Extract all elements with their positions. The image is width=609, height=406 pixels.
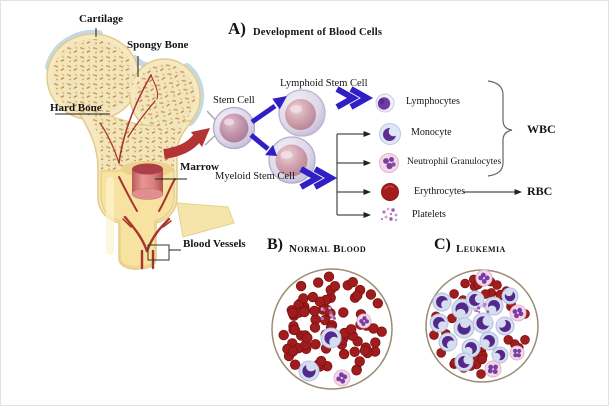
lineage-branch-lines bbox=[336, 131, 522, 218]
platelet-speck bbox=[329, 310, 333, 315]
rbc-cell bbox=[370, 337, 381, 348]
rbc-cell bbox=[351, 365, 362, 376]
wbc-neutrophil-cell bbox=[356, 313, 372, 329]
label-spongy-bone: Spongy Bone bbox=[127, 39, 189, 51]
rbc-cell bbox=[447, 313, 457, 324]
rbc-cell bbox=[338, 348, 350, 360]
bone-illustration bbox=[45, 28, 235, 270]
marrow-cylinder bbox=[121, 161, 173, 200]
rbc-cell bbox=[289, 359, 301, 370]
platelet-speck bbox=[333, 316, 336, 320]
differentiation-arrows bbox=[249, 86, 374, 190]
label-neutrophil-granulocytes: Neutrophil Granulocytes bbox=[407, 157, 502, 167]
section-b-title: Normal Blood bbox=[289, 243, 367, 255]
label-lymphocytes: Lymphocytes bbox=[406, 96, 460, 107]
section-c-label: C) bbox=[434, 236, 451, 253]
rbc-cell bbox=[352, 290, 363, 301]
rbc-cell bbox=[347, 277, 359, 288]
rbc-cell bbox=[329, 281, 341, 292]
wbc-neutrophil-cell bbox=[509, 345, 525, 361]
wbc-neutrophil-cell bbox=[333, 369, 351, 387]
rbc-cell bbox=[368, 323, 379, 334]
wbc-neutrophil-cell bbox=[484, 360, 502, 378]
rbc-cell bbox=[476, 369, 486, 379]
rbc-cell bbox=[310, 339, 321, 350]
wbc-brace bbox=[487, 80, 513, 177]
rbc-cell bbox=[359, 345, 371, 356]
label-lymphoid-stem-cell: Lymphoid Stem Cell bbox=[280, 78, 368, 89]
rbc-cell bbox=[520, 334, 530, 345]
rbc-cell bbox=[346, 324, 357, 335]
blood-vessels-art bbox=[99, 74, 176, 270]
label-platelets: Platelets bbox=[412, 209, 446, 220]
rbc-cell bbox=[313, 277, 324, 288]
platelet-speck bbox=[328, 306, 332, 310]
bone-label-lines bbox=[55, 28, 187, 261]
rbc-cell bbox=[287, 307, 298, 318]
shaft-highlight bbox=[106, 177, 114, 255]
platelet-speck bbox=[477, 310, 481, 314]
platelet-speck bbox=[320, 316, 324, 321]
label-erythrocytes: Erythrocytes bbox=[414, 186, 466, 197]
neutrophil-cell-icon bbox=[379, 153, 399, 173]
wbc-neutrophil-cell bbox=[475, 269, 493, 287]
section-a-title: Development of Blood Cells bbox=[253, 27, 383, 38]
label-blood-vessels: Blood Vessels bbox=[183, 238, 246, 250]
platelet-speck bbox=[482, 305, 485, 309]
rbc-cell bbox=[372, 298, 384, 309]
erythrocyte-cell-icon bbox=[381, 183, 399, 201]
rbc-cell bbox=[314, 296, 326, 307]
rbc-cell bbox=[477, 354, 488, 365]
lymphocyte-cell-icon bbox=[375, 93, 395, 113]
normal-blood-smear bbox=[278, 271, 387, 387]
label-wbc: WBC bbox=[527, 122, 556, 136]
platelet-speck bbox=[323, 309, 326, 312]
platelet-speck bbox=[475, 310, 478, 313]
label-monocyte: Monocyte bbox=[411, 127, 452, 138]
rbc-cell bbox=[492, 280, 502, 290]
rbc-cell bbox=[338, 307, 349, 318]
label-stem-cell: Stem Cell bbox=[213, 95, 255, 106]
rbc-cell bbox=[287, 346, 299, 357]
label-myeloid-stem-cell: Myeloid Stem Cell bbox=[215, 171, 295, 182]
wbc-neutrophil-cell bbox=[509, 304, 527, 322]
rbc-cell bbox=[460, 278, 470, 289]
rbc-cell bbox=[289, 324, 301, 336]
label-cartilage: Cartilage bbox=[79, 13, 123, 25]
rbc-cell bbox=[299, 306, 310, 318]
stem-cell-icon bbox=[212, 106, 256, 150]
section-a-label: A) bbox=[228, 19, 246, 38]
rbc-cell bbox=[365, 289, 377, 300]
leukemia-blood-smear bbox=[429, 269, 530, 379]
label-hard-bone: Hard Bone bbox=[50, 102, 102, 114]
rbc-cell bbox=[309, 322, 321, 333]
bone-flap bbox=[176, 202, 235, 238]
rbc-cell bbox=[323, 271, 335, 282]
section-c-title: Leukemia bbox=[456, 243, 506, 255]
rbc-cell bbox=[309, 305, 320, 317]
rbc-cell bbox=[349, 346, 360, 358]
label-marrow: Marrow bbox=[180, 161, 219, 173]
platelet-speck bbox=[486, 310, 490, 314]
monocyte-cell-icon bbox=[379, 123, 401, 145]
platelets-icon bbox=[380, 207, 398, 222]
rbc-cell bbox=[316, 355, 327, 367]
rbc-cell bbox=[295, 280, 307, 292]
spongy-bone-texture bbox=[52, 39, 196, 171]
rbc-cell bbox=[302, 332, 313, 344]
lymphoid-stem-cell-icon bbox=[278, 89, 326, 137]
platelet-speck bbox=[482, 303, 485, 306]
label-rbc: RBC bbox=[527, 184, 553, 198]
platelet-speck bbox=[477, 306, 481, 310]
rbc-cell bbox=[278, 329, 289, 341]
section-b-label: B) bbox=[267, 236, 283, 253]
rbc-cell bbox=[449, 289, 459, 299]
